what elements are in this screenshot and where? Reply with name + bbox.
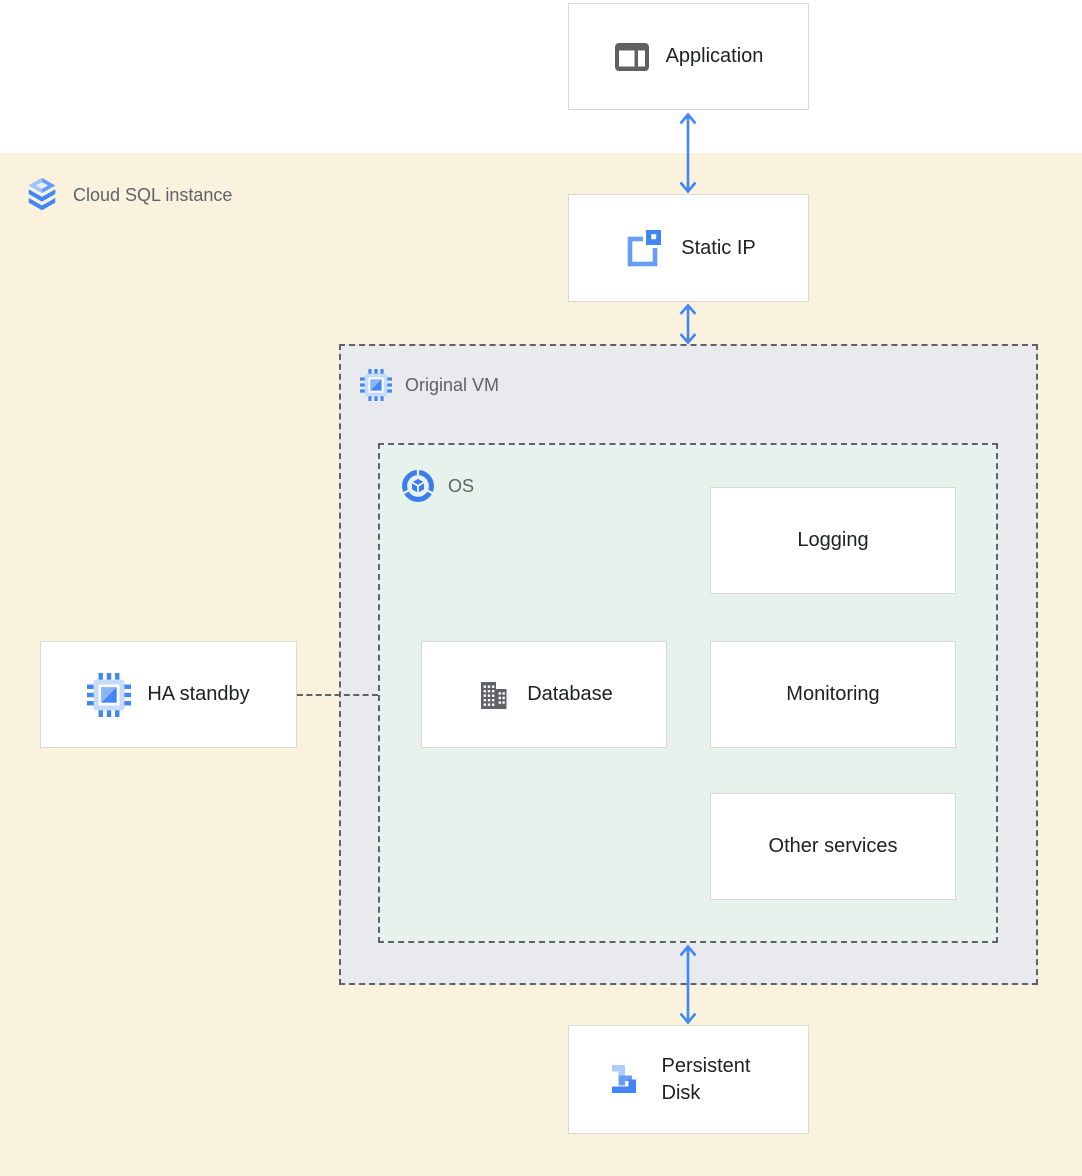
persistent-disk-icon [604, 1060, 644, 1100]
arrow-application-staticip [676, 112, 700, 194]
external-zone-background [0, 0, 1082, 153]
cloud-sql-zone-label: Cloud SQL instance [24, 176, 232, 214]
cloud-sql-layers-icon [24, 176, 60, 214]
monitoring-label: Monitoring [786, 683, 880, 705]
arrow-os-persistentdisk [676, 944, 700, 1025]
app-window-icon [614, 42, 650, 72]
original-vm-zone-label-text: Original VM [405, 374, 500, 395]
application-node: Application [568, 3, 809, 110]
compute-engine-chip-icon [87, 672, 132, 717]
ha-standby-label: HA standby [147, 683, 250, 705]
dashed-connector-ha-to-vm [297, 694, 378, 696]
arrow-staticip-vm [676, 303, 700, 345]
database-label: Database [527, 683, 613, 705]
static-ip-node: Static IP [568, 194, 809, 302]
cloud-sql-zone-label-text: Cloud SQL instance [73, 184, 233, 205]
os-cube-circle-icon [401, 469, 435, 503]
database-node: Database [421, 641, 667, 748]
ha-standby-node: HA standby [40, 641, 297, 748]
os-zone-label-text: OS [448, 475, 475, 496]
monitoring-node: Monitoring [710, 641, 956, 748]
persistent-disk-node: Persistent Disk [568, 1025, 809, 1134]
logging-label: Logging [797, 529, 869, 551]
logging-node: Logging [710, 487, 956, 594]
other-services-label: Other services [768, 835, 898, 857]
compute-engine-chip-icon [360, 369, 392, 401]
static-ip-icon [621, 226, 665, 270]
other-services-node: Other services [710, 793, 956, 900]
application-label: Application [665, 45, 764, 67]
os-zone-label: OS [401, 469, 474, 503]
static-ip-label: Static IP [681, 236, 756, 259]
persistent-disk-label: Persistent Disk [661, 1054, 751, 1104]
original-vm-zone-label: Original VM [360, 369, 499, 401]
database-building-icon [475, 677, 511, 713]
